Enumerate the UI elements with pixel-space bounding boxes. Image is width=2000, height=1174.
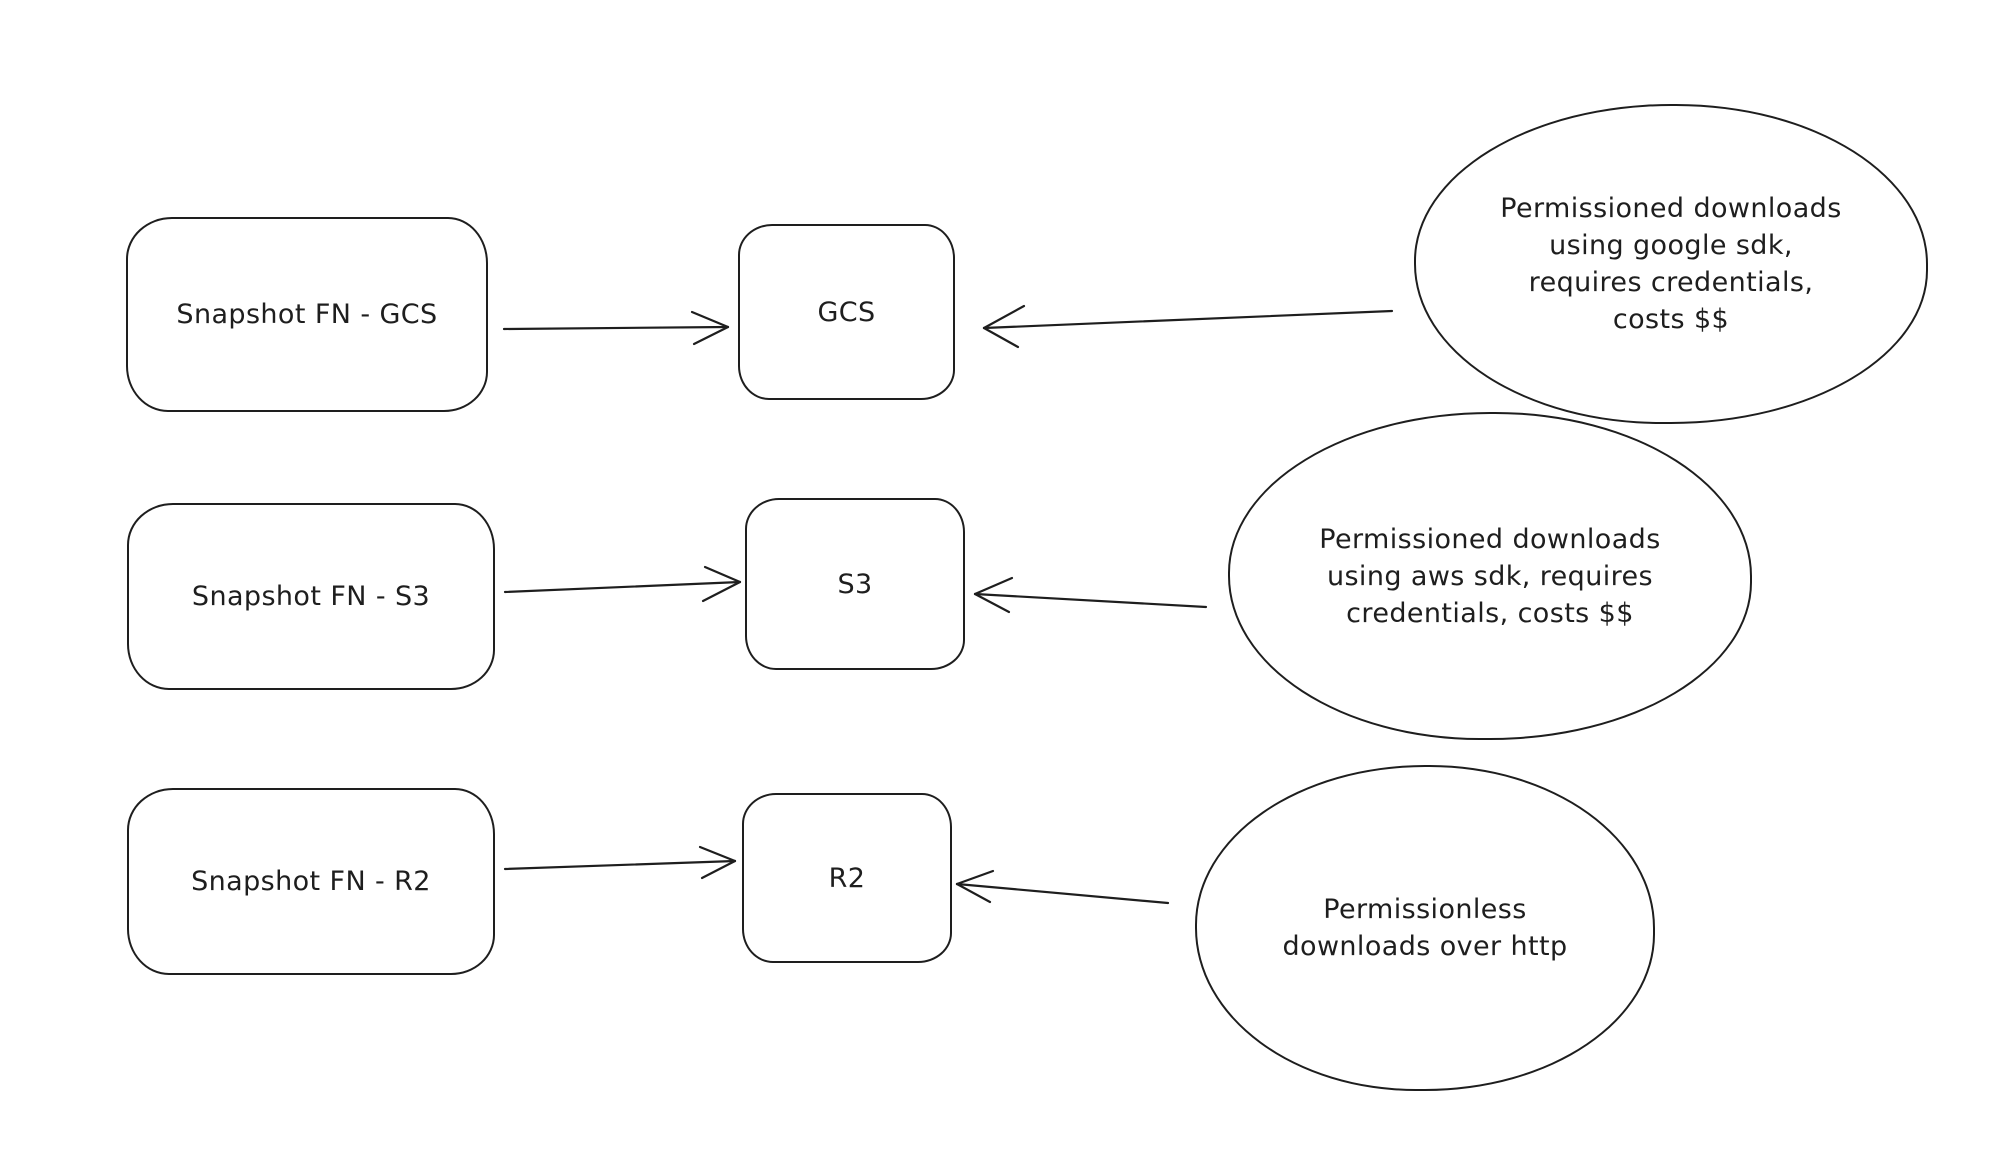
note-line: costs $$ xyxy=(1612,304,1730,335)
node-r2-label: R2 xyxy=(828,862,866,894)
note-line: downloads over http xyxy=(1282,931,1568,962)
node-snapshot-fn-s3-label: Snapshot FN - S3 xyxy=(191,581,431,612)
note-line: credentials, costs $$ xyxy=(1346,597,1634,629)
arrow-snapshot-s3-to-s3 xyxy=(503,565,742,603)
node-snapshot-fn-gcs-label: Snapshot FN - GCS xyxy=(176,299,438,330)
arrow-snapshot-r2-to-r2 xyxy=(503,845,737,880)
node-snapshot-fn-s3: Snapshot FN - S3 xyxy=(127,503,495,690)
note-line: using aws sdk, requires xyxy=(1326,560,1654,592)
node-gcs: GCS xyxy=(738,224,955,400)
note-ellipse-s3-text: Permissioned downloads using aws sdk, re… xyxy=(1319,521,1660,632)
note-ellipse-gcs: Permissioned downloads using google sdk,… xyxy=(1414,104,1928,424)
node-snapshot-fn-gcs: Snapshot FN - GCS xyxy=(126,217,488,412)
arrow-note-to-r2 xyxy=(955,869,1170,905)
note-line: using google sdk, xyxy=(1549,230,1793,261)
note-ellipse-r2: Permissionless downloads over http xyxy=(1195,765,1655,1091)
node-snapshot-fn-r2-label: Snapshot FN - R2 xyxy=(191,866,431,897)
node-gcs-label: GCS xyxy=(817,296,876,328)
node-s3-label: S3 xyxy=(837,568,873,600)
arrow-note-to-s3 xyxy=(973,576,1208,614)
node-r2: R2 xyxy=(742,793,952,963)
note-ellipse-s3: Permissioned downloads using aws sdk, re… xyxy=(1228,412,1752,740)
node-s3: S3 xyxy=(745,498,965,670)
arrow-note-to-gcs xyxy=(982,304,1394,349)
node-snapshot-fn-r2: Snapshot FN - R2 xyxy=(127,788,495,975)
note-line: Permissionless xyxy=(1323,894,1527,925)
note-ellipse-r2-text: Permissionless downloads over http xyxy=(1282,891,1567,965)
arrow-snapshot-gcs-to-gcs xyxy=(502,310,730,346)
note-line: Permissioned downloads xyxy=(1500,193,1842,224)
note-line: Permissioned downloads xyxy=(1319,523,1661,555)
note-line: requires credentials, xyxy=(1528,267,1814,298)
note-ellipse-gcs-text: Permissioned downloads using google sdk,… xyxy=(1500,190,1841,338)
